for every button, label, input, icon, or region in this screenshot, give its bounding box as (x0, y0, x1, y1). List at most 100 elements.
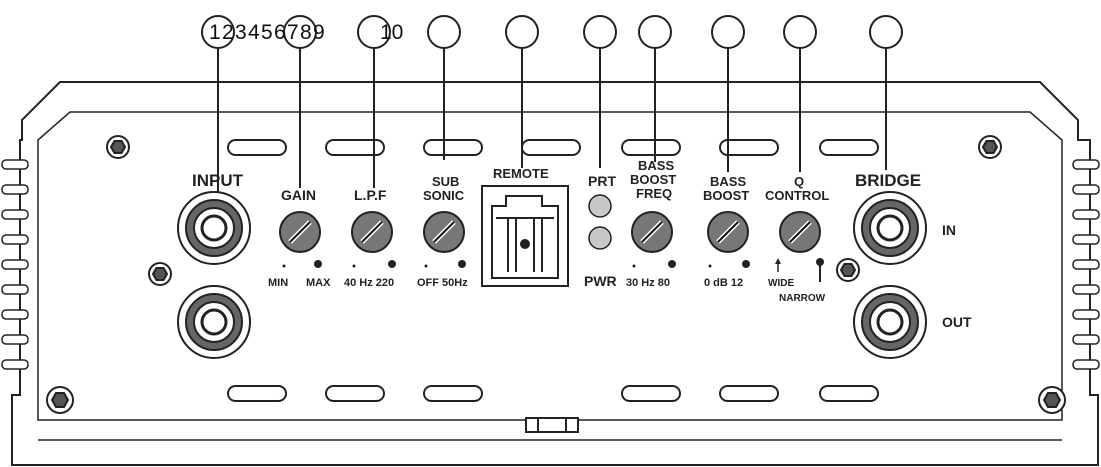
qcontrol-label-line2: CONTROL (765, 188, 829, 203)
lpf-knob (351, 211, 393, 253)
callout-number: 9 (313, 21, 325, 44)
input-jack-top (177, 191, 251, 265)
bbfreq-knob (631, 211, 673, 253)
fin (1072, 334, 1100, 345)
fin (1072, 309, 1100, 320)
qcontrol-knob (779, 211, 821, 253)
vent-slot (227, 385, 287, 402)
subsonic-label-line2: SONIC (423, 188, 465, 203)
gain-max-label: MAX (306, 277, 331, 289)
vent-slot (423, 139, 483, 156)
callout-number: 6 (274, 21, 286, 44)
fin (1072, 359, 1100, 370)
bridge-in-jack (853, 191, 927, 265)
prt-label: PRT (588, 173, 616, 189)
subsonic-scale-label: OFF 50Hz (417, 277, 468, 289)
callout-number: 8 (300, 21, 312, 44)
fuse (525, 417, 579, 433)
vent-slot (719, 385, 779, 402)
bbfreq-scale-label: 30 Hz 80 (626, 277, 670, 289)
amplifier-housing (11, 81, 1099, 466)
bbfreq-label-line3: FREQ (636, 186, 672, 201)
screw-icon (46, 386, 74, 414)
remote-center-dot (520, 239, 530, 249)
lpf-scale-label: 40 Hz 220 (344, 277, 394, 289)
cooling-fins-left (1, 159, 29, 370)
scale-dot-small (424, 264, 428, 268)
vent-slot (325, 139, 385, 156)
fin (1, 184, 29, 195)
scale-dot-small (708, 264, 712, 268)
scale-dot-large (458, 260, 466, 268)
vent-slot (819, 139, 879, 156)
callout-number: 3 (235, 21, 247, 44)
subsonic-label-line1: SUB (432, 174, 459, 189)
vent-slot (521, 139, 581, 156)
vent-slot (325, 385, 385, 402)
callout-number: 4 (248, 21, 260, 44)
fin (1, 259, 29, 270)
housing-inner-plate (37, 111, 1063, 421)
fin (1072, 184, 1100, 195)
q-wide-label: WIDE (768, 278, 794, 289)
input-jack-bottom (177, 285, 251, 359)
cooling-fins-right (1072, 159, 1100, 370)
callout-circle-8 (711, 15, 745, 49)
callout-circle-3 (357, 15, 391, 49)
callout-number: 7 (287, 21, 299, 44)
mounting-screws (46, 135, 1066, 414)
callout-number: 5 (261, 21, 273, 44)
fin (1, 209, 29, 220)
bridge-out-jack (853, 285, 927, 359)
pwr-label: PWR (584, 273, 617, 289)
subsonic-knob (423, 211, 465, 253)
vent-slot (621, 139, 681, 156)
callout-numbers: 1 2 3 4 5 6 7 8 9 10 (209, 21, 403, 44)
bassboost-scale-label: 0 dB 12 (704, 277, 743, 289)
housing-outer (11, 81, 1099, 466)
callout-circle-2 (283, 15, 317, 49)
scale-dot-small (632, 264, 636, 268)
scale-dot-small (282, 264, 286, 268)
callout-circle-1 (201, 15, 235, 49)
vent-slot (819, 385, 879, 402)
bbfreq-label-line2: BOOST (630, 172, 676, 187)
screw-icon (148, 262, 172, 286)
screw-icon (836, 258, 860, 282)
q-wide-arrow-icon (775, 258, 781, 264)
fin (1072, 234, 1100, 245)
screw-icon (978, 135, 1002, 159)
bassboost-knob (707, 211, 749, 253)
fuse-body (525, 417, 579, 433)
qcontrol-label-line1: Q (794, 174, 804, 189)
bassboost-label-line1: BASS (710, 174, 746, 189)
vent-slot (719, 139, 779, 156)
callout-circle-7 (638, 15, 672, 49)
scale-dot-small (352, 264, 356, 268)
fin (1, 309, 29, 320)
gain-label: GAIN (281, 187, 316, 203)
gain-knob (279, 211, 321, 253)
remote-label: REMOTE (493, 166, 549, 181)
fin (1, 284, 29, 295)
scale-dot-large (742, 260, 750, 268)
callout-circle-9 (783, 15, 817, 49)
vent-slots (227, 139, 879, 402)
callout-circle-10 (869, 15, 903, 49)
callout-circle-5 (505, 15, 539, 49)
callout-number: 2 (222, 21, 234, 44)
bassboost-label-line2: BOOST (703, 188, 749, 203)
bridge-in-label: IN (942, 222, 956, 238)
vent-slot (621, 385, 681, 402)
fin (1072, 209, 1100, 220)
callout-circle-6 (583, 15, 617, 49)
bridge-out-label: OUT (942, 314, 972, 330)
fin (1072, 259, 1100, 270)
pwr-led (588, 226, 612, 250)
scale-dot-large (668, 260, 676, 268)
screw-icon (1038, 386, 1066, 414)
callouts (201, 15, 903, 195)
prt-led (588, 194, 612, 218)
